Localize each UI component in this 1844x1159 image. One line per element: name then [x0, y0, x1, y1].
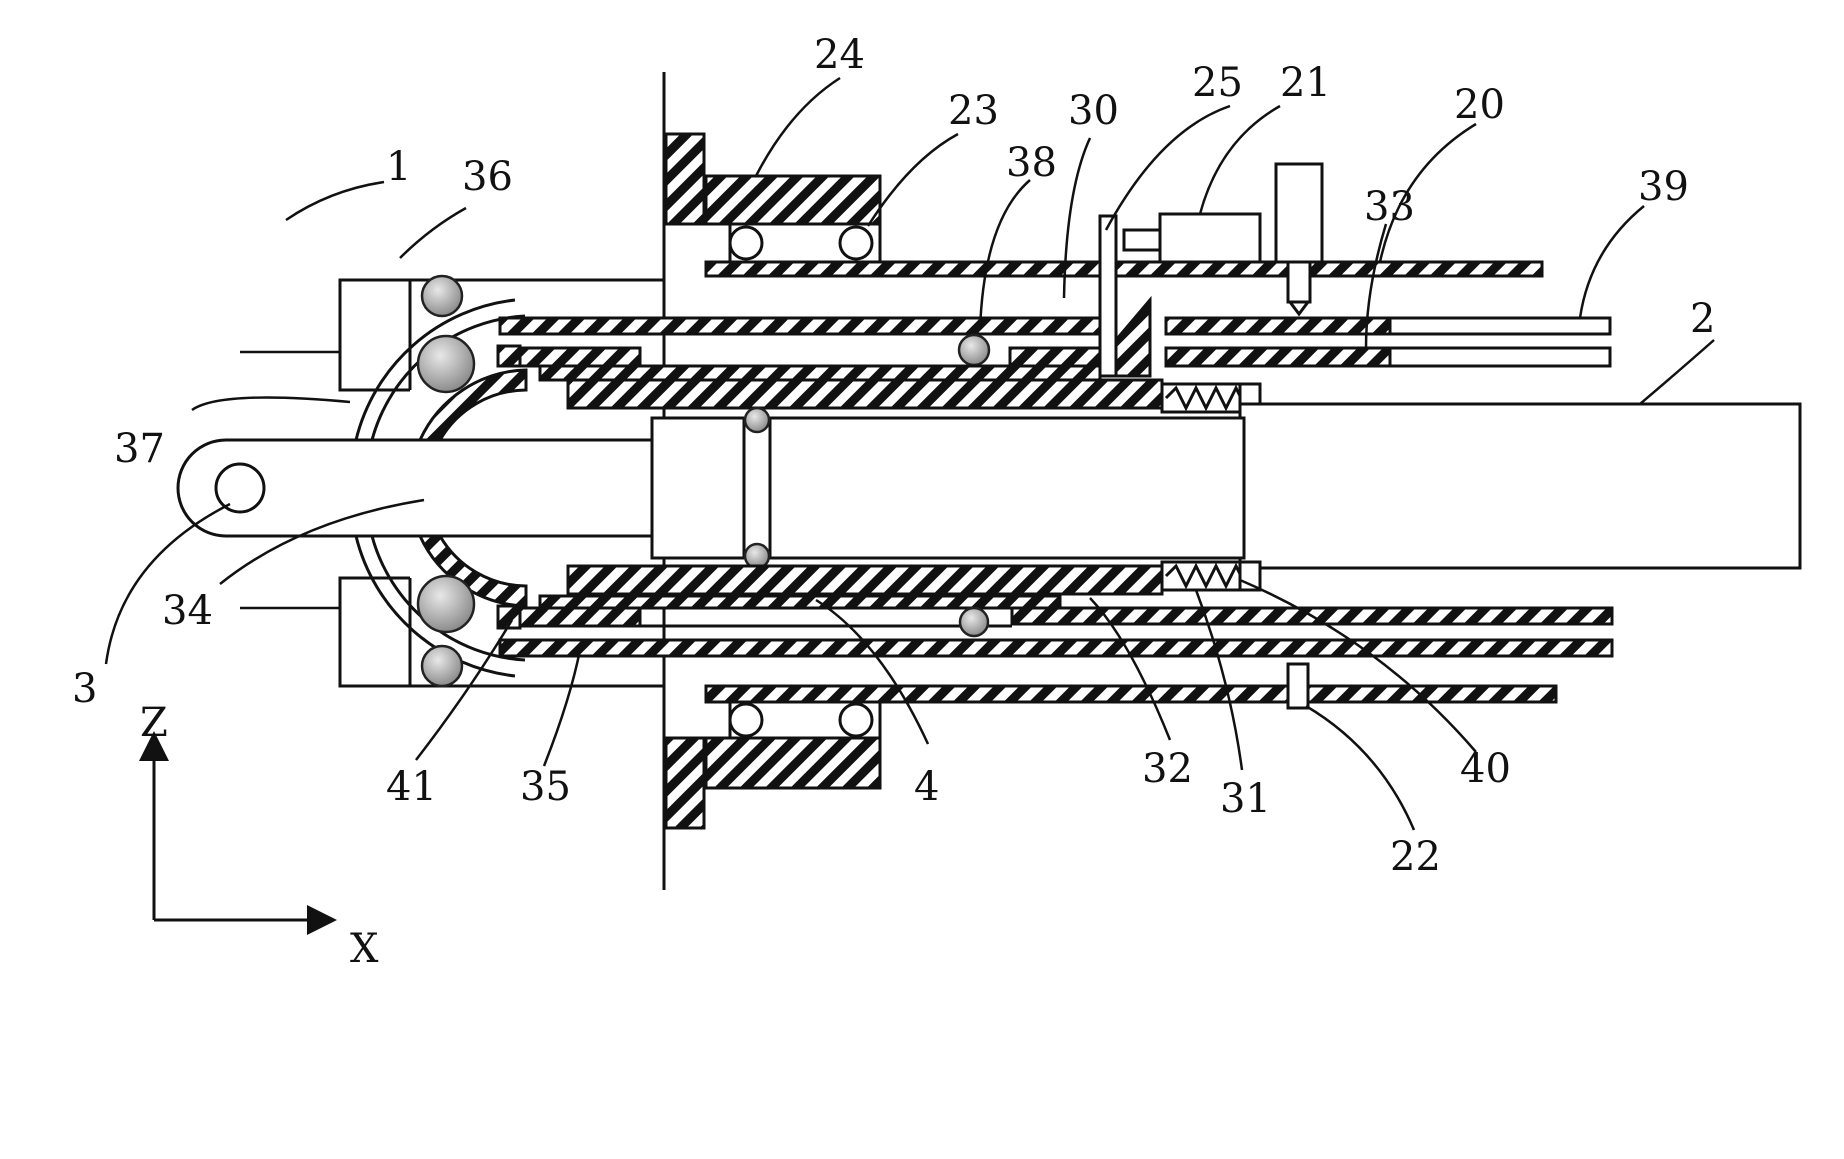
leader-25 — [1106, 106, 1230, 230]
axis-label-x: X — [350, 926, 379, 972]
eye-37 — [216, 464, 264, 512]
label-38: 38 — [1006, 140, 1057, 186]
leader-21 — [1200, 106, 1280, 214]
label-34: 34 — [162, 588, 213, 634]
actuator-body — [1276, 164, 1322, 262]
label-4: 4 — [914, 764, 939, 810]
label-40: 40 — [1460, 746, 1511, 792]
leader-22 — [1306, 706, 1414, 830]
ball-36-top — [422, 276, 462, 316]
actuator-pin — [1288, 262, 1310, 302]
label-41: 41 — [386, 764, 437, 810]
ball-38 — [959, 335, 989, 365]
label-22: 22 — [1390, 834, 1441, 880]
label-25: 25 — [1192, 60, 1243, 106]
bearing-housing-lower — [706, 738, 880, 788]
label-1: 1 — [386, 144, 411, 190]
pin-ball-bottom — [745, 544, 769, 568]
spring-cap-lower — [1240, 562, 1260, 590]
outer-tube-right-upper — [1166, 318, 1390, 334]
leader-1 — [286, 182, 384, 220]
leader-38 — [980, 180, 1030, 330]
thread-lower — [540, 596, 1060, 608]
outer-tube-upper — [500, 318, 1104, 334]
leader-24 — [756, 78, 840, 176]
motor-shaft-21 — [1124, 230, 1160, 250]
leader-41 — [416, 620, 512, 760]
label-33: 33 — [1364, 184, 1415, 230]
inner-sleeve-lower-left — [520, 608, 640, 626]
leader-36 — [400, 208, 466, 258]
rotary-sleeve-lower — [706, 686, 1556, 702]
bearing-ball-lower-right — [840, 704, 872, 736]
label-36: 36 — [462, 154, 513, 200]
axis-label-z: Z — [140, 700, 168, 746]
ball-lower-mid — [960, 608, 988, 636]
leader-39 — [1580, 206, 1644, 318]
label-21: 21 — [1280, 60, 1331, 106]
wall-block-upper — [666, 134, 704, 224]
thread-upper — [540, 366, 1100, 380]
actuator-tip — [1290, 302, 1308, 314]
lever-25 — [1100, 216, 1116, 376]
tube-39-lower — [1390, 348, 1610, 366]
label-20: 20 — [1454, 82, 1505, 128]
motor-21 — [1160, 214, 1260, 262]
label-35: 35 — [520, 764, 571, 810]
label-23: 23 — [948, 88, 999, 134]
label-31: 31 — [1220, 776, 1271, 822]
label-24: 24 — [814, 32, 865, 78]
retainer-upper — [498, 346, 520, 366]
label-32: 32 — [1142, 746, 1193, 792]
ball-lower-large — [418, 576, 474, 632]
inner-sleeve-33 — [1166, 348, 1390, 366]
bearing-ball-23 — [840, 227, 872, 259]
bearing-ball-upper-left — [730, 227, 762, 259]
inner-cylinder-lower — [568, 566, 1162, 594]
ball-lower-small — [422, 646, 462, 686]
leader-37 — [192, 398, 350, 411]
shaft-2 — [1240, 404, 1800, 568]
inner-sleeve-upper-mid — [1010, 348, 1104, 366]
label-3: 3 — [72, 666, 97, 712]
pin-22 — [1288, 664, 1308, 708]
label-39: 39 — [1638, 164, 1689, 210]
ball-upper-large — [418, 336, 474, 392]
rotary-sleeve-upper — [706, 262, 1542, 276]
outer-tube-lower — [500, 640, 1612, 656]
leader-35 — [544, 650, 580, 766]
leader-2 — [1640, 340, 1714, 404]
label-37: 37 — [114, 426, 165, 472]
tube-39 — [1390, 318, 1610, 334]
central-cylinder — [652, 418, 1244, 558]
label-30: 30 — [1068, 88, 1119, 134]
wall-block-lower — [666, 738, 704, 828]
bearing-ball-lower-left — [730, 704, 762, 736]
bearing-housing-24-upper — [706, 176, 880, 224]
leader-40 — [1240, 580, 1476, 752]
lever-wedge — [1116, 300, 1150, 376]
inner-cylinder-upper — [568, 380, 1162, 408]
label-2: 2 — [1690, 296, 1715, 342]
pin-ball-top — [745, 408, 769, 432]
